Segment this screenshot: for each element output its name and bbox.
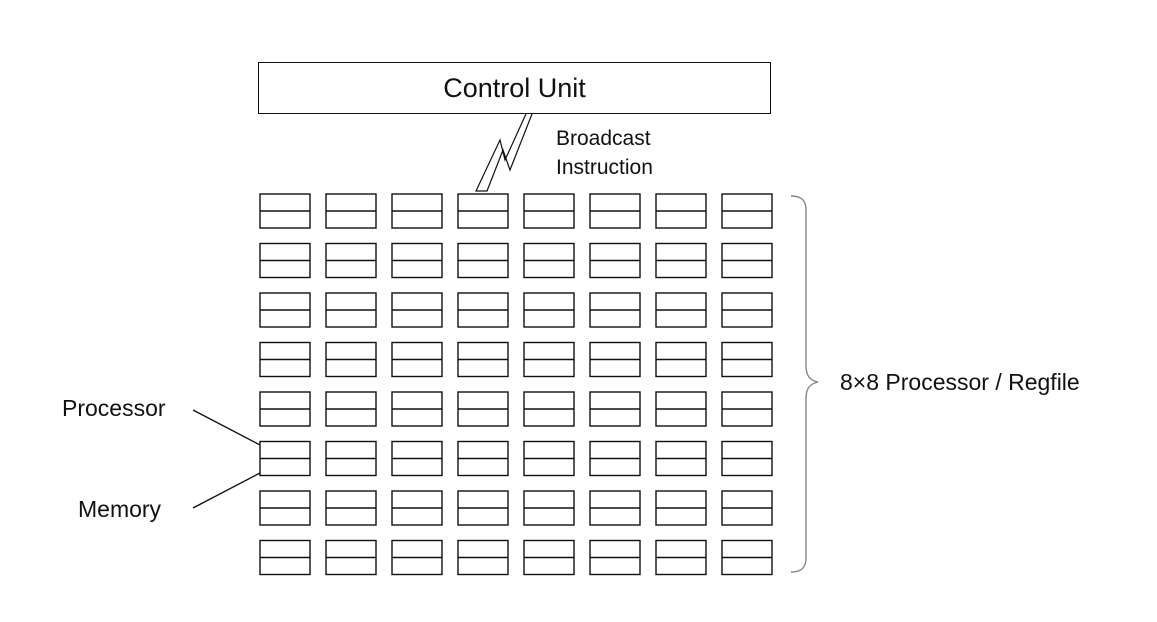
pe-cell (523, 242, 575, 279)
pe-cell (721, 242, 773, 279)
pe-cell (655, 242, 707, 279)
pe-cell (391, 391, 443, 427)
pe-cell (325, 341, 377, 378)
processor-pointer-line (192, 409, 261, 446)
pe-cell (655, 193, 707, 229)
pe-cell (589, 440, 641, 477)
pe-cell (655, 292, 707, 328)
pe-cell (655, 490, 707, 526)
memory-pointer-line (192, 472, 261, 509)
pe-cell (259, 341, 311, 378)
pe-cell (391, 193, 443, 229)
pe-cell (391, 440, 443, 477)
pe-cell (523, 391, 575, 427)
pe-cell (325, 292, 377, 328)
pe-cell (259, 440, 311, 477)
pe-cell (721, 391, 773, 427)
pe-cell (655, 341, 707, 378)
pe-cell (457, 490, 509, 526)
pe-cell (721, 292, 773, 328)
pe-cell (721, 440, 773, 477)
pe-cell (523, 490, 575, 526)
pe-cell (457, 292, 509, 328)
pe-cell (721, 193, 773, 229)
pe-cell (655, 391, 707, 427)
memory-label: Memory (78, 496, 162, 522)
pe-cell (523, 539, 575, 576)
array-label: 8×8 Processor / Regfile (840, 369, 1080, 395)
pe-cell (655, 440, 707, 477)
pe-cell (391, 539, 443, 576)
pe-cell (259, 391, 311, 427)
pe-cell (325, 242, 377, 279)
pe-cell (523, 341, 575, 378)
pe-cell (325, 490, 377, 526)
pe-cell (391, 242, 443, 279)
pe-cell (589, 193, 641, 229)
pe-cell (457, 539, 509, 576)
pe-cell (391, 490, 443, 526)
pe-cell (721, 490, 773, 526)
pe-cell (325, 539, 377, 576)
pe-cell (589, 490, 641, 526)
pe-cell (325, 193, 377, 229)
control-unit-label: Control Unit (443, 72, 586, 103)
pe-cell (523, 193, 575, 229)
pe-cell (589, 539, 641, 576)
array-brace (790, 195, 819, 573)
pe-cell (391, 292, 443, 328)
pe-cell (523, 292, 575, 328)
broadcast-lightning-arrow (475, 113, 533, 192)
pe-cell (589, 391, 641, 427)
pe-cell (259, 193, 311, 229)
pe-cell (391, 341, 443, 378)
pe-cell (259, 292, 311, 328)
pe-cell (259, 242, 311, 279)
pe-cell (589, 242, 641, 279)
pe-cell (457, 440, 509, 477)
pe-cell (721, 341, 773, 378)
pe-cell (589, 292, 641, 328)
processor-label: Processor (62, 395, 166, 421)
control-unit-box: Control Unit (258, 62, 771, 114)
pe-cell (655, 539, 707, 576)
pe-cell (457, 193, 509, 229)
broadcast-label-line2: Instruction (556, 156, 653, 179)
pe-cell (589, 341, 641, 378)
broadcast-label-line1: Broadcast (556, 127, 651, 150)
pe-cell (457, 341, 509, 378)
processor-grid (259, 193, 773, 576)
pe-cell (259, 490, 311, 526)
pe-cell (325, 440, 377, 477)
pe-cell (721, 539, 773, 576)
pe-cell (523, 440, 575, 477)
pe-cell (325, 391, 377, 427)
pe-cell (457, 242, 509, 279)
pe-cell (259, 539, 311, 576)
pe-cell (457, 391, 509, 427)
broadcast-label: Broadcast Instruction (556, 124, 653, 182)
